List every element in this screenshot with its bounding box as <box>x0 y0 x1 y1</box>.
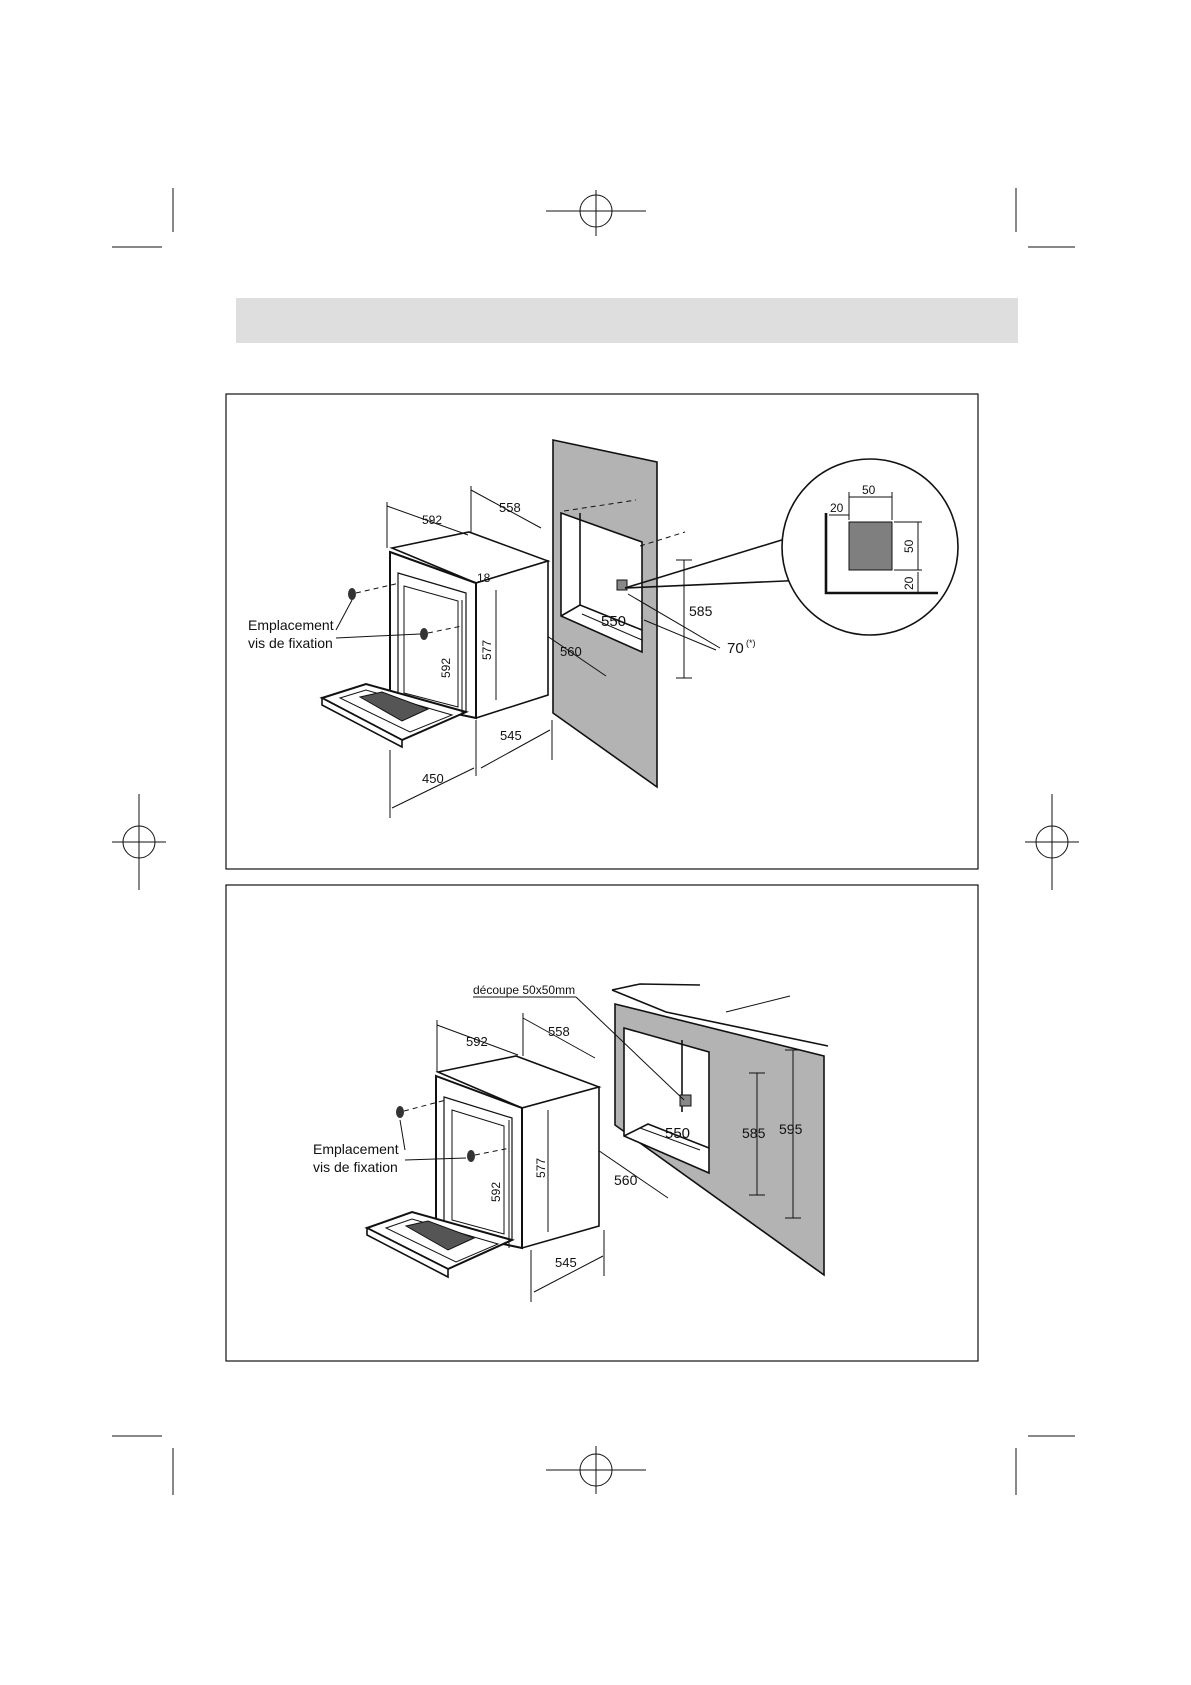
detail-cutout <box>849 522 892 570</box>
oven-figure-1 <box>322 532 548 747</box>
dim-550-2: 550 <box>665 1125 690 1142</box>
cutout-label: découpe 50x50mm <box>473 983 575 997</box>
detail-dim-50-width: 50 <box>862 483 876 497</box>
dim-592-width-2: 592 <box>466 1034 488 1049</box>
dim-592-front-2: 592 <box>489 1182 503 1202</box>
dim-592-front: 592 <box>439 658 453 678</box>
dim-70-note: (*) <box>746 638 756 648</box>
detail-dim-50-height: 50 <box>902 539 916 553</box>
dim-558-depth: 558 <box>499 500 521 515</box>
registration-mark-bottom <box>546 1446 646 1494</box>
dim-592-width: 592 <box>422 513 442 527</box>
dim-558-depth-2: 558 <box>548 1024 570 1039</box>
oven-figure-2 <box>367 1056 599 1277</box>
dim-585-2: 585 <box>742 1125 766 1141</box>
screw-label-2-line1: Emplacement <box>313 1141 399 1157</box>
dim-560: 560 <box>560 644 582 659</box>
cutout-marker-2 <box>680 1095 691 1106</box>
dim-545: 545 <box>500 728 522 743</box>
screw-label-2-line2: vis de fixation <box>313 1159 398 1175</box>
niche-opening-2 <box>624 1028 709 1173</box>
dim-545-2: 545 <box>555 1255 577 1270</box>
dim-550: 550 <box>601 613 626 630</box>
registration-mark-right <box>1025 794 1079 890</box>
detail-dim-20-left: 20 <box>830 501 844 515</box>
dim-18: 18 <box>477 571 491 585</box>
dim-585: 585 <box>689 603 713 619</box>
dim-577-height: 577 <box>480 640 494 660</box>
dim-595-height: 595 <box>779 1121 803 1137</box>
screw-label-line1: Emplacement <box>248 617 334 633</box>
detail-dim-20-bottom: 20 <box>902 576 916 590</box>
dim-560-2: 560 <box>614 1172 638 1188</box>
dim-70: 70 <box>727 640 744 657</box>
registration-mark-top <box>546 190 646 236</box>
countertop-edge <box>612 984 700 990</box>
dim-450: 450 <box>422 771 444 786</box>
crop-marks <box>112 188 1075 1495</box>
dim-577-height-2: 577 <box>534 1158 548 1178</box>
screw-label-line2: vis de fixation <box>248 635 333 651</box>
figure-2-frame <box>226 885 978 1361</box>
registration-mark-left <box>112 794 166 890</box>
